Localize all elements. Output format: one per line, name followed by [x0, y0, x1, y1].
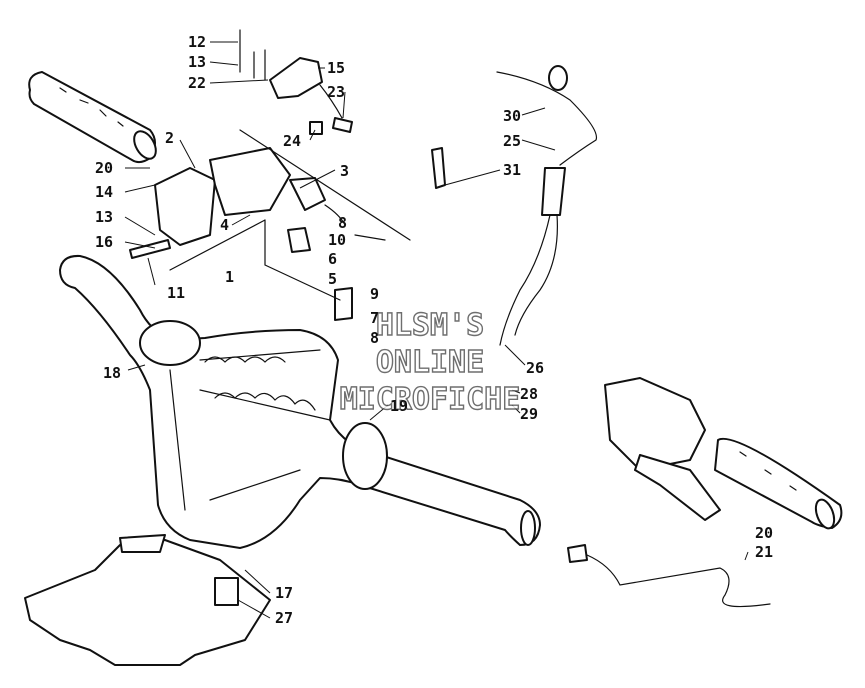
- callout-3: 3: [340, 162, 349, 180]
- throttle-cable: [431, 65, 598, 346]
- callout-8: 8: [370, 329, 379, 347]
- left-bar-pad: [139, 320, 201, 366]
- callout-12: 12: [188, 33, 206, 51]
- callout-27: 27: [275, 609, 293, 627]
- right-bar-pad: [342, 422, 388, 490]
- callout-24: 24: [283, 132, 301, 150]
- handlebar-pad-cover: [24, 534, 271, 666]
- callout-31: 31: [503, 161, 521, 179]
- callout-11: 11: [167, 284, 185, 302]
- callout-21: 21: [755, 543, 773, 561]
- callout-23: 23: [327, 83, 345, 101]
- watermark-line-1: HLSM'S: [376, 308, 484, 343]
- callout-13: 13: [95, 208, 113, 226]
- watermark: HLSM'S ONLINE MICROFICHE: [339, 307, 521, 417]
- callout-20: 20: [755, 524, 773, 542]
- callout-30: 30: [503, 107, 521, 125]
- watermark-line-3: MICROFICHE: [340, 382, 521, 417]
- leader-lines: [124, 41, 749, 619]
- callout-29: 29: [520, 405, 538, 423]
- callout-18: 18: [103, 364, 121, 382]
- callout-19: 19: [390, 397, 408, 415]
- callout-25: 25: [503, 132, 521, 150]
- callout-10: 10: [328, 231, 346, 249]
- brake-switch-parts: [239, 29, 353, 135]
- callout-17: 17: [275, 584, 293, 602]
- callout-28: 28: [520, 385, 538, 403]
- throttle-housing-assembly: [129, 129, 411, 321]
- callout-13: 13: [188, 53, 206, 71]
- callout-14: 14: [95, 183, 113, 201]
- callout-7: 7: [370, 309, 379, 327]
- callout-26: 26: [526, 359, 544, 377]
- callout-8: 8: [338, 214, 347, 232]
- callout-16: 16: [95, 233, 113, 251]
- callout-4: 4: [220, 216, 229, 234]
- callout-6: 6: [328, 250, 337, 268]
- handlebar: [59, 254, 541, 549]
- callout-5: 5: [328, 270, 337, 288]
- left-hand-grip: [28, 71, 157, 164]
- callout-15: 15: [327, 59, 345, 77]
- callout-2: 2: [165, 129, 174, 147]
- callout-20: 20: [95, 159, 113, 177]
- callout-numbers: 12 13 22 15 23 24 2 20 14 13 16 11 1 4 3…: [95, 33, 773, 627]
- callout-22: 22: [188, 74, 206, 92]
- switch-harness: [567, 544, 771, 608]
- brake-lever-assembly: [604, 377, 843, 530]
- callout-9: 9: [370, 285, 379, 303]
- callout-1: 1: [225, 268, 234, 286]
- watermark-line-2: ONLINE: [376, 345, 484, 380]
